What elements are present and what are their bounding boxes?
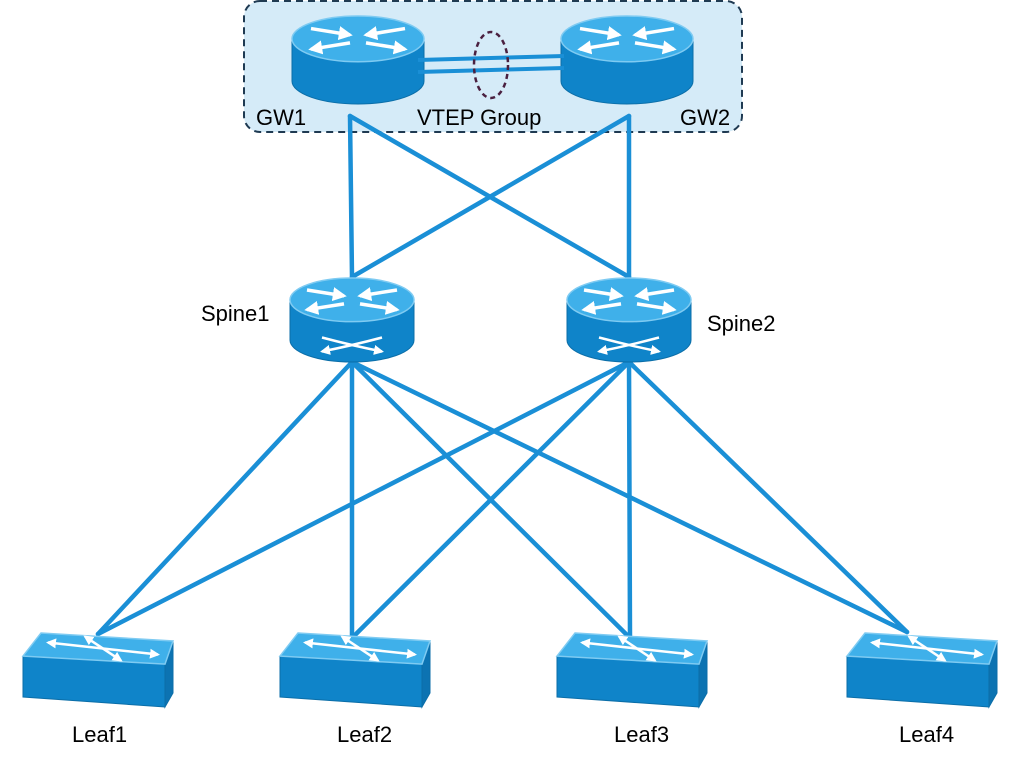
vtep-group-ellipse — [472, 30, 510, 100]
gw2-label: GW2 — [680, 105, 730, 130]
leaf3-label: Leaf3 — [614, 722, 669, 747]
links-layer — [95, 113, 910, 641]
leaf3-switch-icon — [555, 632, 709, 709]
link-spine2-leaf4 — [626, 359, 910, 635]
devices-layer — [21, 15, 999, 709]
leaf1-label: Leaf1 — [72, 722, 127, 747]
link-spine2-leaf2 — [349, 359, 632, 641]
spine2-router-switch-icon — [566, 277, 692, 363]
link-spine1-leaf1 — [95, 359, 355, 637]
spine2-label: Spine2 — [707, 311, 776, 336]
leaf2-label: Leaf2 — [337, 722, 392, 747]
link-gw2-spine1 — [349, 113, 632, 280]
link-gw1-spine1 — [347, 113, 355, 280]
leaf2-switch-icon — [278, 632, 432, 709]
gw-peer-link — [417, 30, 565, 100]
leaf4-label: Leaf4 — [899, 722, 954, 747]
leaf1-switch-icon — [21, 632, 175, 709]
gw1-router-icon — [291, 15, 425, 105]
gw1-label: GW1 — [256, 105, 306, 130]
spine1-router-switch-icon — [289, 277, 415, 363]
link-spine2-leaf1 — [95, 359, 632, 637]
vtep-group-label: VTEP Group — [417, 105, 541, 130]
link-spine2-leaf3 — [626, 359, 633, 641]
gw2-router-icon — [560, 15, 694, 105]
spine1-label: Spine1 — [201, 301, 270, 326]
leaf4-switch-icon — [845, 632, 999, 709]
